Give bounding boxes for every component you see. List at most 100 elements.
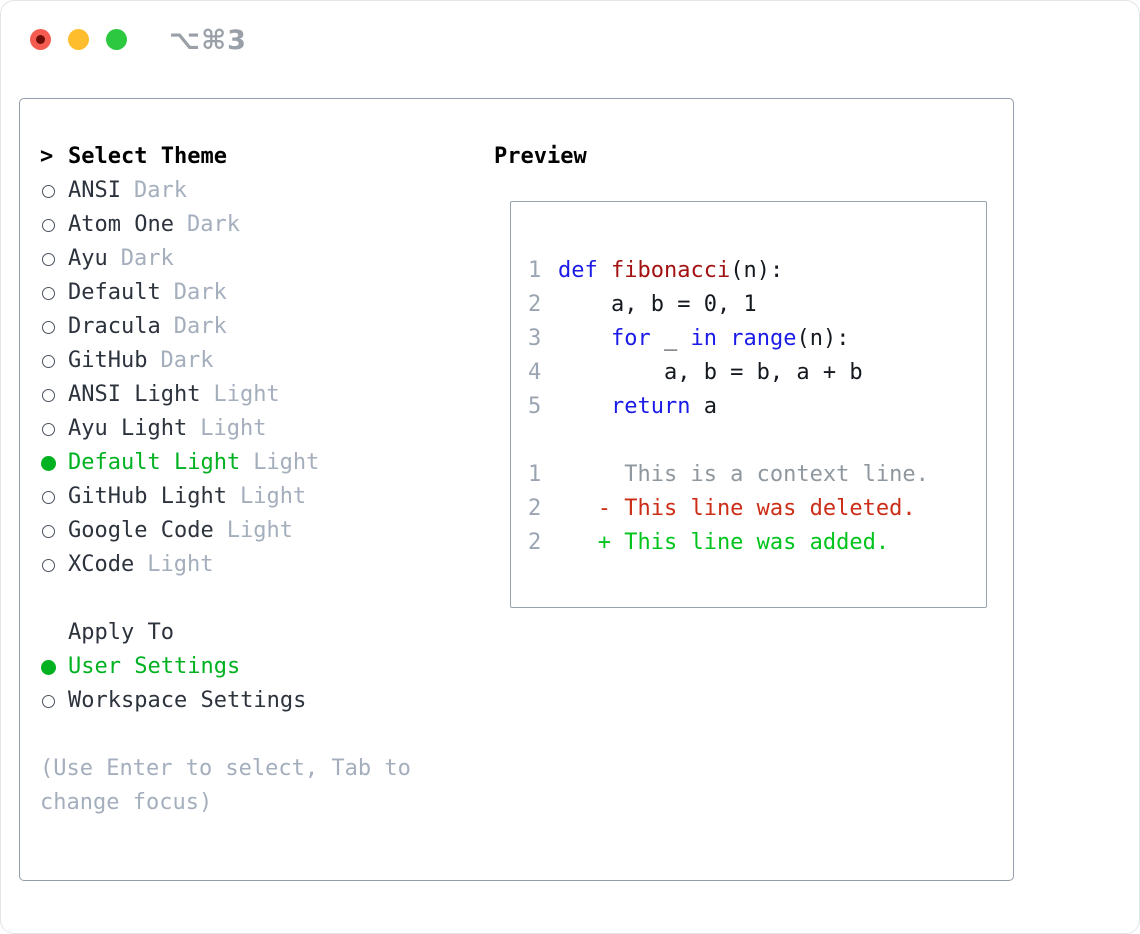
radio-unselected-icon xyxy=(40,218,68,232)
radio-unselected-icon xyxy=(40,490,68,504)
option-label: User Settings xyxy=(68,654,241,679)
code-token xyxy=(598,258,611,283)
radio-circle xyxy=(42,558,55,572)
code-token: - This line was deleted. xyxy=(558,496,916,521)
line-number: 5 xyxy=(528,394,542,419)
radio-unselected-icon xyxy=(40,422,68,436)
select-theme-title: Select Theme xyxy=(68,144,227,169)
variant-tag: Light xyxy=(226,518,293,543)
theme-option-ansi-light[interactable]: ANSI Light Light xyxy=(40,378,442,412)
radio-unselected-icon xyxy=(40,388,68,402)
radio-circle xyxy=(41,455,56,471)
variant-tag: Dark xyxy=(133,178,187,203)
variant-tag: Dark xyxy=(186,212,240,237)
radio-circle xyxy=(41,659,56,675)
option-label: GitHub Light xyxy=(68,484,227,509)
code-token: range xyxy=(730,326,797,351)
radio-unselected-icon xyxy=(40,524,68,538)
option-label: Atom One xyxy=(68,212,174,237)
variant-tag: Dark xyxy=(173,280,227,305)
radio-circle xyxy=(42,422,55,436)
line-number: 4 xyxy=(528,360,542,385)
code-line: 2 + This line was added. xyxy=(511,526,986,560)
option-label: Workspace Settings xyxy=(68,688,307,713)
radio-unselected-icon xyxy=(40,558,68,572)
spacer xyxy=(40,582,442,616)
variant-tag: Dark xyxy=(173,314,227,339)
radio-unselected-icon xyxy=(40,286,68,300)
preview-title: Preview xyxy=(494,144,587,169)
apply-to-header-row: Apply To xyxy=(40,616,442,650)
radio-unselected-icon xyxy=(40,252,68,266)
option-label: Dracula xyxy=(68,314,161,339)
traffic-lights xyxy=(30,29,127,50)
theme-option-ansi[interactable]: ANSI Dark xyxy=(40,174,442,208)
option-label: Google Code xyxy=(68,518,214,543)
code-line: 3 for _ in range(n): xyxy=(511,322,986,356)
code-line: 1 def fibonacci(n): xyxy=(511,254,986,288)
radio-circle xyxy=(42,388,55,402)
select-theme-header: > Select Theme xyxy=(40,140,442,174)
apply-to-title: Apply To xyxy=(68,620,174,645)
option-label: ANSI xyxy=(68,178,121,203)
minimize-button[interactable] xyxy=(68,29,89,50)
apply-option-user-settings[interactable]: User Settings xyxy=(40,650,442,684)
code-token: (n): xyxy=(796,326,850,351)
code-token: a, b = b, a + b xyxy=(558,360,863,385)
code-line: 1 This is a context line. xyxy=(511,458,986,492)
variant-tag: Light xyxy=(213,382,280,407)
option-label: ANSI Light xyxy=(68,382,201,407)
code-token: in xyxy=(690,326,717,351)
option-label: Ayu xyxy=(68,246,108,271)
theme-option-github-light[interactable]: GitHub Light Light xyxy=(40,480,442,514)
code-token: a xyxy=(690,394,717,419)
radio-circle xyxy=(42,184,55,198)
close-button[interactable] xyxy=(30,29,51,50)
variant-tag: Light xyxy=(239,484,307,509)
code-token: This is a context line. xyxy=(558,462,929,487)
theme-option-default[interactable]: Default Dark xyxy=(40,276,442,310)
code-token: fibonacci xyxy=(611,258,731,283)
code-line: 2 - This line was deleted. xyxy=(511,492,986,526)
line-number: 2 xyxy=(528,292,542,317)
titlebar: ⌥⌘3 xyxy=(1,1,1139,79)
code-token: def xyxy=(558,258,598,283)
theme-option-dracula[interactable]: Dracula Dark xyxy=(40,310,442,344)
variant-tag: Light xyxy=(200,416,267,441)
theme-option-atom-one[interactable]: Atom One Dark xyxy=(40,208,442,242)
code-line: 4 a, b = b, a + b xyxy=(511,356,986,390)
code-line: 2 a, b = 0, 1 xyxy=(511,288,986,322)
theme-option-google-code[interactable]: Google Code Light xyxy=(40,514,442,548)
radio-selected-icon xyxy=(40,659,68,675)
code-line xyxy=(511,424,986,458)
code-token xyxy=(558,326,611,351)
line-number: 3 xyxy=(528,326,542,351)
code-token: (n): xyxy=(730,258,784,283)
radio-circle xyxy=(42,320,55,334)
radio-selected-icon xyxy=(40,455,68,471)
option-label: Default Light xyxy=(68,450,241,475)
variant-tag: Dark xyxy=(160,348,214,373)
zoom-button[interactable] xyxy=(106,29,127,50)
radio-circle xyxy=(42,218,55,232)
line-number: 2 xyxy=(528,530,542,555)
code-token: a, b = 0, 1 xyxy=(558,292,757,317)
option-label: Default xyxy=(68,280,161,305)
line-number: 1 xyxy=(528,258,542,283)
apply-option-workspace-settings[interactable]: Workspace Settings xyxy=(40,684,442,718)
variant-tag: Light xyxy=(147,552,214,577)
radio-unselected-icon xyxy=(40,320,68,334)
code-token xyxy=(558,394,611,419)
radio-circle xyxy=(42,286,55,300)
radio-circle xyxy=(42,694,55,708)
